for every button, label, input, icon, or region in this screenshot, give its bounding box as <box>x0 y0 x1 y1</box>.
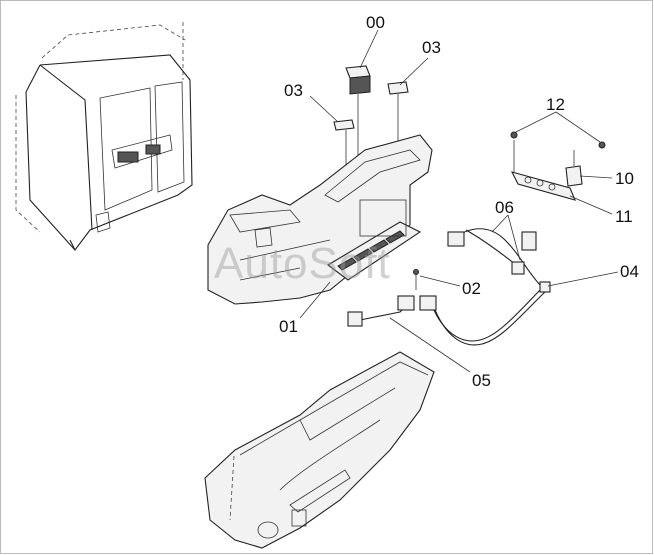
watermark: AutoSoft <box>214 239 391 288</box>
console-housing-01 <box>207 134 433 305</box>
lower-cover <box>204 351 435 549</box>
harness-06 <box>447 228 541 286</box>
bracket-11 <box>510 140 576 201</box>
switch-00 <box>345 65 371 158</box>
callout-10: 10 <box>615 169 634 188</box>
callout-05: 05 <box>472 371 491 390</box>
cab-outline <box>15 22 193 252</box>
relay-10 <box>565 150 583 187</box>
cover-plate-03-left <box>333 119 355 165</box>
leader-lines <box>299 29 619 373</box>
callout-02: 02 <box>462 279 481 298</box>
screw-02 <box>413 269 419 290</box>
harness-04 <box>419 281 551 346</box>
callout-06: 06 <box>495 198 514 217</box>
screw-12 <box>510 131 606 149</box>
callout-04: 04 <box>620 262 639 281</box>
callout-01: 01 <box>279 317 298 336</box>
callout-12: 12 <box>546 95 565 114</box>
callout-11: 11 <box>615 207 633 226</box>
cover-plate-03-right <box>387 81 409 150</box>
callout-03-right: 03 <box>422 38 441 57</box>
harness-05 <box>347 295 415 327</box>
callout-03-left: 03 <box>284 81 303 100</box>
callout-00: 00 <box>366 13 385 32</box>
